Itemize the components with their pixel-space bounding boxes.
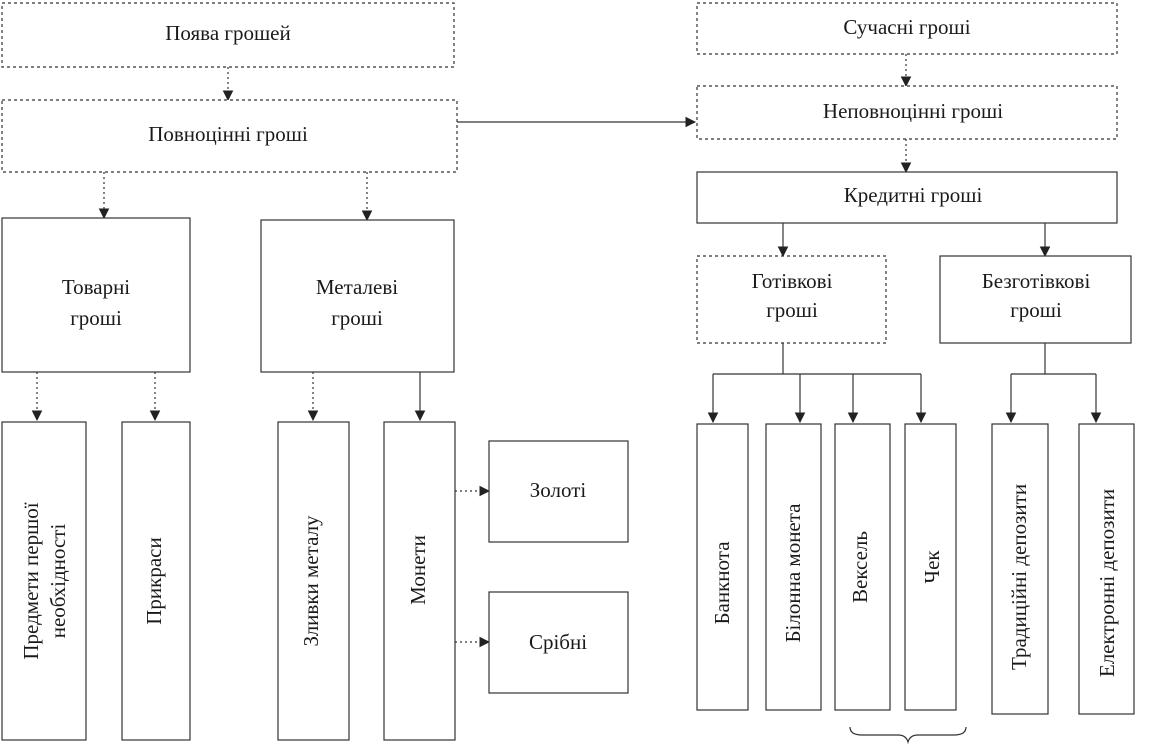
node-label: Повноцінні гроші <box>148 122 308 146</box>
edges <box>31 54 1102 648</box>
node-chek: Чек <box>904 423 957 711</box>
node-kredytni: Кредитні гроші <box>696 171 1118 224</box>
node-label: Чек <box>920 550 944 584</box>
node-bezgotivkovi: Безготівкові гроші <box>939 255 1132 344</box>
node-label: Срібні <box>529 630 587 654</box>
node-nepovnotsinni: Неповноцінні гроші <box>696 85 1118 140</box>
node-suchasni: Сучасні гроші <box>696 2 1118 55</box>
node-label-line2: гроші <box>766 298 818 322</box>
node-monety: Монети <box>383 421 456 741</box>
node-label: Вексель <box>848 531 872 603</box>
node-bilonna: Білонна монета <box>765 423 822 711</box>
node-banknota: Банкнота <box>696 423 749 711</box>
node-sribni: Срібні <box>488 591 629 694</box>
node-predmety: Предмети першої необхідності <box>1 421 87 741</box>
node-label: Сучасні гроші <box>843 15 970 39</box>
node-label: Монети <box>406 535 430 605</box>
node-povnotsinni: Повноцінні гроші <box>1 99 458 173</box>
node-label: Поява грошей <box>165 21 290 45</box>
node-tradytsiini: Традиційні депозити <box>991 423 1049 715</box>
node-label: Банкнота <box>710 541 734 625</box>
brace-veksel-chek <box>849 726 967 744</box>
node-label-line1: Безготівкові <box>982 269 1091 293</box>
node-elektronni: Електронні депозити <box>1078 423 1135 715</box>
node-label: Неповноцінні гроші <box>823 99 1003 123</box>
node-gotivkovi: Готівкові гроші <box>696 255 887 344</box>
node-label-line2: гроші <box>331 306 383 330</box>
node-label-line2: гроші <box>70 306 122 330</box>
node-label-line1: Готівкові <box>752 269 833 293</box>
node-poyava: Поява грошей <box>1 2 455 68</box>
node-label: Білонна монета <box>781 503 805 643</box>
node-label: Золоті <box>530 478 587 502</box>
node-label-line2: необхідності <box>46 524 70 639</box>
node-label: Кредитні гроші <box>844 183 983 207</box>
node-label: Прикраси <box>142 537 166 625</box>
node-zoloti: Золоті <box>488 440 629 543</box>
node-label-line1: Товарні <box>62 275 130 299</box>
node-prykrasy: Прикраси <box>121 421 191 741</box>
node-zlyvky: Зливки металу <box>277 421 350 741</box>
node-metalevi: Металеві гроші <box>260 219 455 373</box>
node-label: Традиційні депозити <box>1007 484 1031 670</box>
node-label: Електронні депозити <box>1095 489 1119 677</box>
node-label-line1: Металеві <box>316 275 398 299</box>
node-tovarni: Товарні гроші <box>1 217 191 373</box>
node-label: Зливки металу <box>299 515 323 647</box>
node-veksel: Вексель <box>834 423 891 711</box>
node-label-line2: гроші <box>1010 298 1062 322</box>
node-label-line1: Предмети першої <box>19 502 43 659</box>
